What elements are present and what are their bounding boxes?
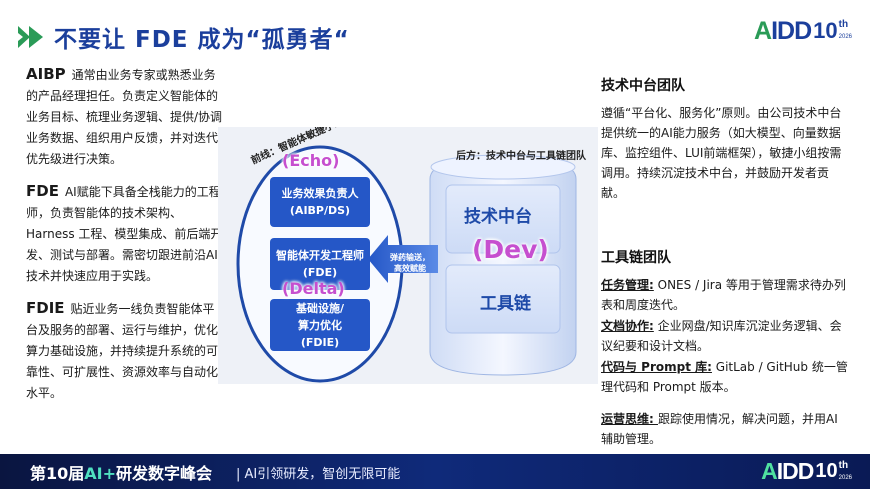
echo-label: (Echo) [282,151,340,170]
fde-term: FDE [26,182,59,200]
toolchain-section: 工具链团队 任务管理: ONES / Jira 等用于管理需求待办列表和周度迭代… [601,247,849,449]
aibp-term: AIBP [26,65,66,83]
fde-text: AI赋能下具备全栈能力的工程师，负责智能体的技术架构、Harness 工程、模型… [26,185,223,283]
fdie-role-box: 基础设施/ 算力优化 (FDIE) [270,299,370,351]
toolchain-label: 工具链 [480,294,531,314]
fde-role-box: 智能体开发工程师 (FDE) [270,238,370,290]
back-office-label: 后方：技术中台与工具链团队 [456,151,586,162]
aibp-text: 通常由业务专家或熟悉业务的产品经理担任。负责定义智能体的业务目标、梳理业务逻辑、… [26,68,223,166]
tech-platform-title: 技术中台团队 [601,78,685,94]
tool-item-docs: 文档协作: 企业网盘/知识库沉淀业务逻辑、会议纪要和设计文档。 [601,319,842,353]
back-office-teams: 技术中台团队 遵循“平台化、服务化”原则。由公司技术中台提供统一的AI能力服务（… [601,75,849,450]
fdie-term: FDIE [26,299,65,317]
support-arrow-label: 弹药输送， 高效赋能 [390,253,430,273]
tech-platform-label: 技术中台 [464,207,532,227]
delta-label: (Delta) [282,279,345,298]
team-structure-diagram: 前线：智能体敏捷小组（2-4人/组） 后方：技术中台与工具链团队 业务效果负责人… [218,127,598,384]
tool-item-ops: 运营思维: 跟踪使用情况，解决问题，并用AI 辅助管理。 [601,412,838,446]
footer-event-title: 第10届AI+研发数字峰会 [30,464,213,483]
toolchain-title: 工具链团队 [601,250,671,266]
footer-banner: 第10届AI+研发数字峰会 | AI引领研发，智创无限可能 AIDD 10 th… [0,454,870,489]
page-title: 不要让 FDE 成为“孤勇者“ [54,27,350,53]
dev-label: (Dev) [472,235,549,264]
footer-slogan: | AI引领研发，智创无限可能 [236,467,401,482]
aibp-role-box: 业务效果负责人 (AIBP/DS) [270,177,370,227]
tech-platform-section: 技术中台团队 遵循“平台化、服务化”原则。由公司技术中台提供统一的AI能力服务（… [601,75,849,203]
tech-platform-text: 遵循“平台化、服务化”原则。由公司技术中台提供统一的AI能力服务（如大模型、向量… [601,106,842,200]
tool-item-code: 代码与 Prompt 库: GitLab / GitHub 统一管理代码和 Pr… [601,360,848,394]
double-chevron-right-icon [18,26,43,48]
tool-item-task: 任务管理: ONES / Jira 等用于管理需求待办列表和周度迭代。 [601,278,846,312]
fdie-text: 贴近业务一线负责智能体平台及服务的部署、运行与维护，优化算力基础设施，并持续提升… [26,302,219,400]
